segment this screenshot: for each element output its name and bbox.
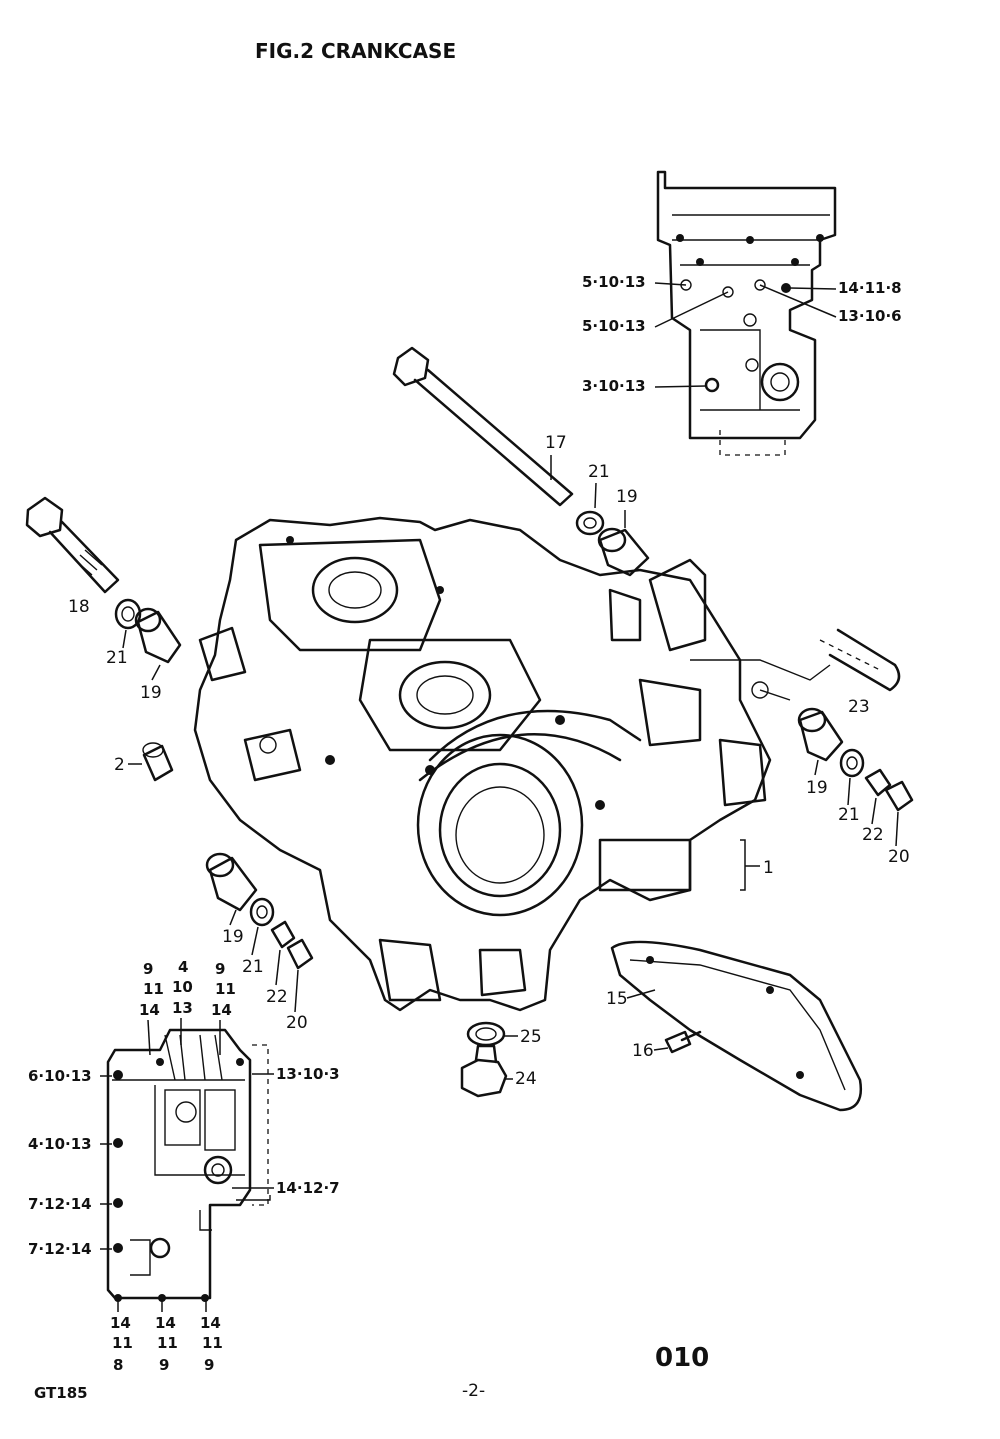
callout-15: 15 xyxy=(606,989,628,1009)
inset-top-2-c: 13 xyxy=(172,999,193,1017)
callout-21-right: 21 xyxy=(838,805,860,825)
cap-nut-22-right xyxy=(864,768,892,797)
inset-top-3-c: 14 xyxy=(211,1001,232,1019)
gasket-25 xyxy=(466,1021,506,1047)
inset-left-label-1: 6·10·13 xyxy=(28,1067,92,1085)
bottom-inset-crankcase-view xyxy=(106,1028,271,1302)
callout-21-left: 21 xyxy=(106,648,128,668)
top-inset-label-5: 13·10·6 xyxy=(838,307,902,325)
inset-bottom-1-a: 14 xyxy=(110,1314,131,1332)
top-inset-label-4: 14·11·8 xyxy=(838,279,902,297)
dowel-2 xyxy=(142,742,174,782)
inset-right-label-1: 13·10·3 xyxy=(276,1065,340,1083)
inset-top-2-a: 4 xyxy=(178,958,188,976)
inset-top-3-b: 11 xyxy=(215,980,236,998)
inset-bottom-2-b: 11 xyxy=(157,1334,178,1352)
dowel-23 xyxy=(819,628,901,692)
top-inset-label-2: 5·10·13 xyxy=(582,317,646,335)
inset-top-3-a: 9 xyxy=(215,960,225,978)
inset-right-label-2: 14·12·7 xyxy=(276,1179,340,1197)
inset-bottom-1-b: 11 xyxy=(112,1334,133,1352)
callout-18: 18 xyxy=(68,597,90,617)
inset-left-label-2: 4·10·13 xyxy=(28,1135,92,1153)
diagram-code: 010 xyxy=(655,1343,709,1373)
callout-23: 23 xyxy=(848,697,870,717)
callout-16: 16 xyxy=(632,1041,654,1061)
drain-plug-24 xyxy=(460,1044,508,1098)
callout-22-right: 22 xyxy=(862,825,884,845)
washer-21-bottom xyxy=(249,897,275,927)
top-inset-label-3: 3·10·13 xyxy=(582,377,646,395)
inset-bottom-1-c: 8 xyxy=(113,1356,123,1374)
inset-top-1-c: 14 xyxy=(139,1001,160,1019)
top-inset-label-1: 5·10·13 xyxy=(582,273,646,291)
callout-21-top: 21 xyxy=(588,462,610,482)
washer-21-left xyxy=(114,598,142,630)
callout-20-bottom: 20 xyxy=(286,1013,308,1033)
inset-top-stack-1: 9 11 14 xyxy=(139,960,164,1056)
inset-bottom-2-a: 14 xyxy=(155,1314,176,1332)
callout-19-top: 19 xyxy=(616,487,638,507)
page-number: -2- xyxy=(462,1381,485,1401)
dowel-19-right xyxy=(797,707,844,762)
inset-bottom-3-c: 9 xyxy=(204,1356,214,1374)
callout-24: 24 xyxy=(515,1069,537,1089)
crankcase-assembly xyxy=(193,516,831,1012)
cap-nut-20-right xyxy=(884,780,914,812)
callout-2: 2 xyxy=(114,755,125,775)
callout-1: 1 xyxy=(763,858,774,878)
dowel-19-top xyxy=(597,527,650,577)
washer-21-top xyxy=(575,510,605,536)
callout-19-bottom: 19 xyxy=(222,927,244,947)
stud-bolt-17 xyxy=(392,346,574,507)
washer-21-right xyxy=(839,748,865,778)
inset-bottom-stack-1: 14 11 8 xyxy=(110,1300,133,1374)
callout-21-bottom: 21 xyxy=(242,957,264,977)
inset-top-stack-3: 9 11 14 xyxy=(211,960,236,1055)
inset-top-stack-2: 4 10 13 xyxy=(172,958,193,1045)
cap-nut-22-bottom xyxy=(270,920,296,949)
callout-22-bottom: 22 xyxy=(266,987,288,1007)
inset-top-1-a: 9 xyxy=(143,960,153,978)
inset-bottom-stack-3: 14 11 9 xyxy=(200,1300,223,1374)
inset-top-1-b: 11 xyxy=(143,980,164,998)
cap-nut-20-bottom xyxy=(286,938,314,970)
figure-title: FIG.2 CRANKCASE xyxy=(255,39,456,63)
callout-25: 25 xyxy=(520,1027,542,1047)
model-code: GT185 xyxy=(34,1384,88,1402)
inset-bottom-3-a: 14 xyxy=(200,1314,221,1332)
callout-19-left: 19 xyxy=(140,683,162,703)
callout-20-right: 20 xyxy=(888,847,910,867)
inset-left-label-3: 7·12·14 xyxy=(28,1195,92,1213)
dowel-19-left xyxy=(134,607,182,664)
callout-19-right: 19 xyxy=(806,778,828,798)
dowel-19-bottom xyxy=(205,852,258,912)
inset-left-label-4: 7·12·14 xyxy=(28,1240,92,1258)
oil-cover-15 xyxy=(610,940,863,1112)
inset-bottom-2-c: 9 xyxy=(159,1356,169,1374)
inset-top-2-b: 10 xyxy=(172,978,193,996)
inset-bottom-stack-2: 14 11 9 xyxy=(155,1300,178,1374)
inset-bottom-3-b: 11 xyxy=(202,1334,223,1352)
callout-17: 17 xyxy=(545,433,567,453)
bolt-16 xyxy=(664,1030,702,1054)
stud-bolt-18 xyxy=(25,496,120,594)
